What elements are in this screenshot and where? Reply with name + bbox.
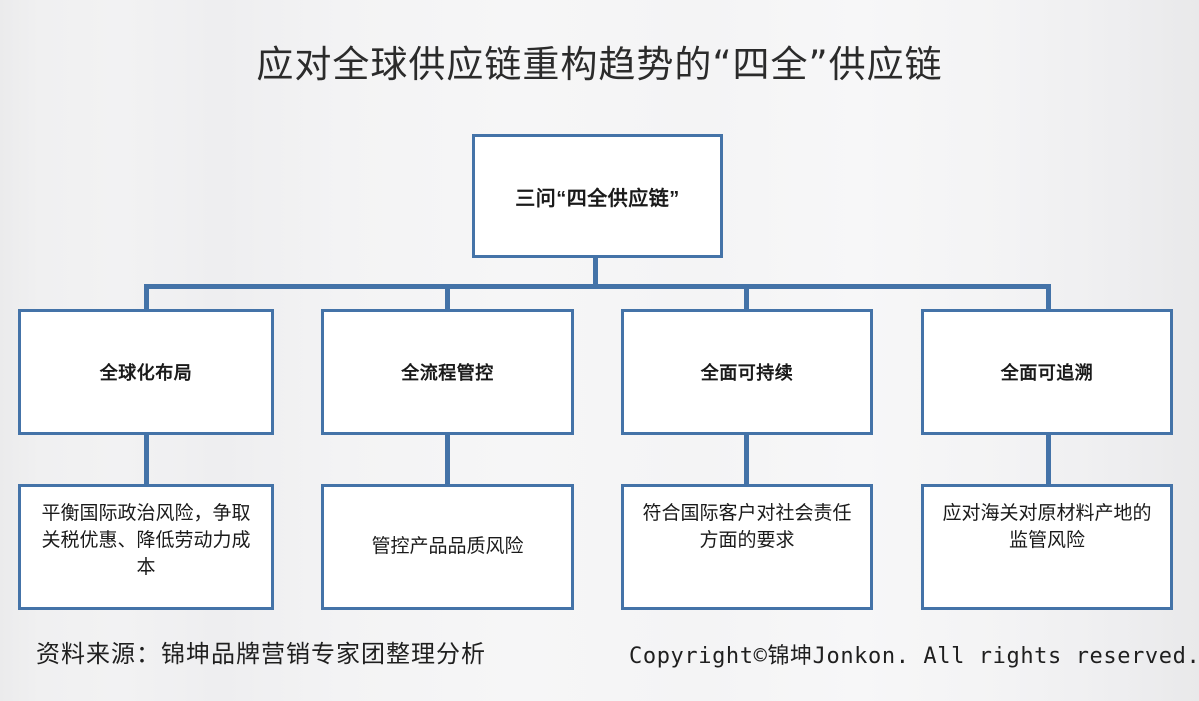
branch-node-3-label: 全面可持续	[700, 363, 794, 383]
copyright-note: Copyright©锦坤Jonkon. All rights reserved.	[629, 644, 1199, 669]
connector-drop-leaf-3	[744, 432, 749, 486]
page-title: 应对全球供应链重构趋势的“四全”供应链	[256, 43, 943, 86]
connector-drop-branch-2	[445, 284, 450, 311]
connector-drop-branch-4	[1046, 284, 1051, 311]
connector-drop-leaf-2	[445, 432, 450, 486]
leaf-node-2-text: 管控产品品质风险	[371, 535, 524, 557]
leaf-node-3[interactable]: 符合国际客户对社会责任方面的要求	[621, 484, 873, 610]
connector-drop-leaf-1	[144, 432, 149, 486]
leaf-node-4[interactable]: 应对海关对原材料产地的监管风险	[921, 484, 1173, 610]
branch-node-1-label: 全球化布局	[99, 363, 193, 383]
branch-node-2-label: 全流程管控	[401, 363, 494, 383]
leaf-node-2[interactable]: 管控产品品质风险	[321, 484, 574, 610]
leaf-node-1[interactable]: 平衡国际政治风险，争取关税优惠、降低劳动力成本	[18, 484, 274, 610]
connector-drop-branch-3	[744, 284, 749, 311]
root-node-label: 三问“四全供应链”	[515, 187, 680, 210]
connector-root-stem	[593, 258, 598, 287]
branch-node-2[interactable]: 全流程管控	[321, 309, 574, 435]
branch-node-4[interactable]: 全面可追溯	[921, 309, 1173, 435]
branch-node-1[interactable]: 全球化布局	[18, 309, 274, 435]
leaf-node-1-text: 平衡国际政治风险，争取关税优惠、降低劳动力成本	[41, 503, 251, 578]
branch-node-4-label: 全面可追溯	[1000, 363, 1094, 383]
connector-drop-branch-1	[144, 284, 149, 311]
root-node[interactable]: 三问“四全供应链”	[472, 134, 723, 258]
connector-horizontal-bus	[144, 284, 1051, 289]
source-note: 资料来源：锦坤品牌营销专家团整理分析	[36, 640, 486, 668]
leaf-node-3-text: 符合国际客户对社会责任方面的要求	[642, 503, 852, 551]
connector-drop-leaf-4	[1046, 432, 1051, 486]
branch-node-3[interactable]: 全面可持续	[621, 309, 873, 435]
leaf-node-4-text: 应对海关对原材料产地的监管风险	[942, 503, 1152, 551]
